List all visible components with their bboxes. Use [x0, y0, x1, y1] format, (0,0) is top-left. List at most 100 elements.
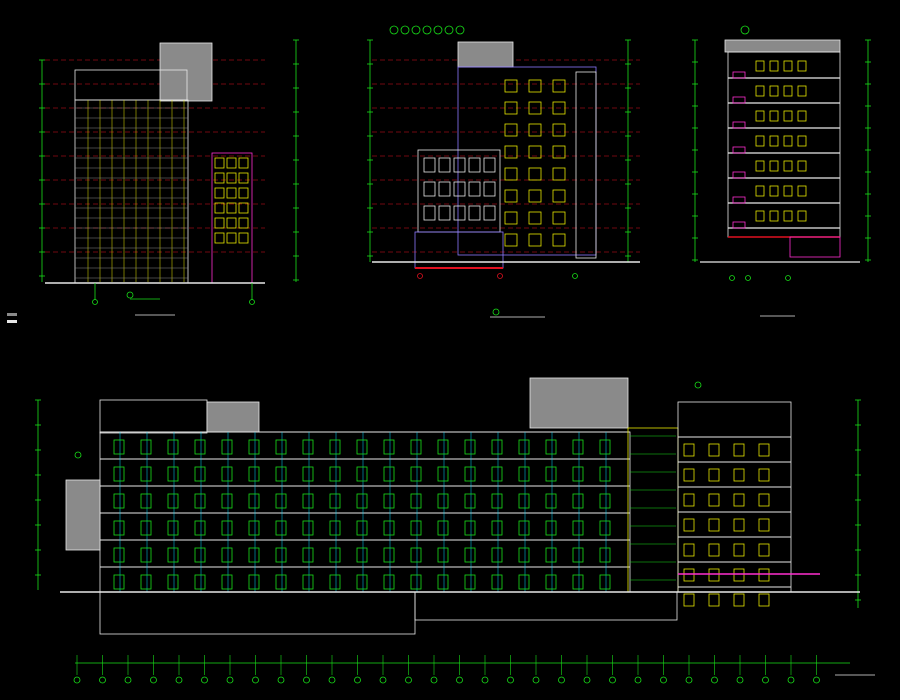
section-window: [221, 466, 233, 482]
grid-bubble: [745, 275, 751, 281]
section-window: [221, 574, 233, 590]
podium-window: [438, 205, 451, 221]
roof-mechanical-block: [159, 42, 213, 102]
annex-window: [214, 187, 225, 199]
right-block-window: [733, 468, 745, 482]
right-block-window: [733, 543, 745, 557]
section-window: [491, 439, 503, 455]
section-window: [572, 547, 584, 563]
section-window: [140, 547, 152, 563]
grid-bubble: [73, 676, 81, 684]
section-window: [302, 493, 314, 509]
grid-bubble: [785, 275, 791, 281]
section-window: [437, 493, 449, 509]
section-window: [383, 574, 395, 590]
tower-window: [504, 211, 518, 225]
grid-bubble: [787, 676, 795, 684]
tower-window: [528, 123, 542, 137]
section-window: [302, 520, 314, 536]
section-window: [769, 210, 779, 222]
section-window: [329, 493, 341, 509]
grid-bubble: [729, 275, 735, 281]
section-window: [248, 574, 260, 590]
right-block-window: [708, 593, 720, 607]
section-window: [797, 85, 807, 97]
right-block-window: [758, 543, 770, 557]
podium-window: [468, 157, 481, 173]
tower-window: [552, 145, 566, 159]
legend: [7, 313, 17, 323]
right-block-window: [758, 468, 770, 482]
grid-bubble: [711, 676, 718, 684]
section-window: [464, 520, 476, 536]
tower-window: [552, 101, 566, 115]
section-window: [518, 466, 530, 482]
right-block-window: [733, 518, 745, 532]
grid-bubble: [92, 299, 98, 305]
section-window: [275, 547, 287, 563]
section-window: [275, 493, 287, 509]
grid-bubble: [532, 676, 540, 684]
section-window: [599, 439, 611, 455]
balcony-edge: [732, 221, 746, 229]
grid-bubble: [660, 676, 667, 684]
grid-bubble: [583, 676, 591, 684]
grid-bubble: [74, 451, 82, 459]
right-block-window: [733, 493, 745, 507]
grid-bubble: [685, 676, 693, 684]
section-cross-drawing: [692, 25, 871, 317]
grid-bubble: [226, 676, 234, 684]
grid-bubble: [417, 273, 423, 279]
grid-bubble: [124, 676, 132, 684]
tower-window: [528, 79, 542, 93]
section-window: [194, 574, 206, 590]
tower-window: [504, 145, 518, 159]
tower-window: [552, 79, 566, 93]
section-window: [464, 574, 476, 590]
podium-window: [438, 181, 451, 197]
elevation-front-drawing: [39, 39, 299, 316]
annex-window: [214, 202, 225, 214]
podium-window: [483, 181, 496, 197]
section-window: [167, 493, 179, 509]
section-window: [194, 547, 206, 563]
section-window: [410, 466, 422, 482]
basement-outline: [789, 236, 841, 258]
podium-window: [468, 205, 481, 221]
grid-bubble: [456, 676, 463, 684]
grid-bubble: [379, 676, 387, 684]
podium-window: [423, 205, 436, 221]
section-window: [755, 185, 765, 197]
section-window: [755, 210, 765, 222]
section-window: [572, 466, 584, 482]
section-window: [464, 547, 476, 563]
section-window: [302, 574, 314, 590]
tower-window: [504, 189, 518, 203]
grid-bubble: [405, 676, 412, 684]
tower-window: [504, 233, 518, 247]
section-window: [356, 493, 368, 509]
grid-bubble: [400, 25, 410, 35]
balcony-edge: [732, 71, 746, 79]
left-annex: [65, 479, 101, 551]
section-window: [140, 520, 152, 536]
section-window: [797, 135, 807, 147]
section-window: [167, 466, 179, 482]
grid-bubble: [572, 273, 578, 279]
right-block-window: [708, 493, 720, 507]
right-block-window: [758, 493, 770, 507]
podium-window: [423, 157, 436, 173]
section-window: [302, 466, 314, 482]
section-window: [545, 466, 557, 482]
annex-window: [226, 187, 237, 199]
section-window: [491, 574, 503, 590]
section-window: [167, 520, 179, 536]
section-window: [599, 520, 611, 536]
section-window: [572, 520, 584, 536]
section-window: [783, 60, 793, 72]
section-window: [783, 210, 793, 222]
grid-bubble: [430, 676, 438, 684]
section-window: [356, 520, 368, 536]
